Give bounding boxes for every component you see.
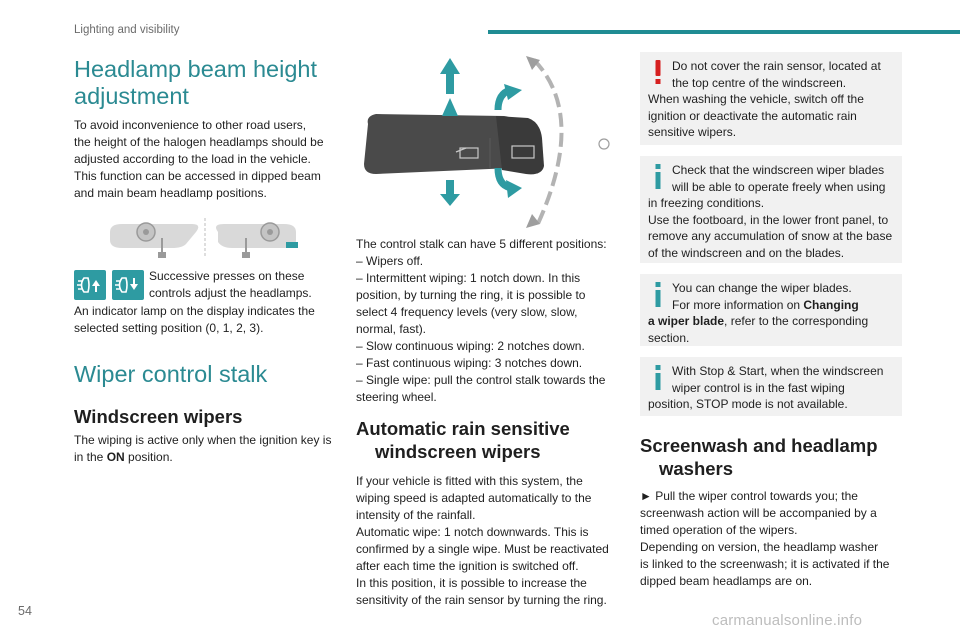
headlamp-adjust-up-button[interactable] xyxy=(74,270,106,300)
column-1: Headlamp beam height adjustment To avoid… xyxy=(74,56,336,466)
headlamp-up-icon xyxy=(77,277,100,293)
auto-wipers-paragraph: If your vehicle is fitted with this syst… xyxy=(356,474,609,607)
headlamp-heading: Headlamp beam height adjustment xyxy=(74,56,317,109)
indicator-paragraph: An indicator lamp on the display indicat… xyxy=(74,304,315,335)
presses-text: Successive presses on these controls adj… xyxy=(149,269,312,300)
screenwash-heading: Screenwash and headlamp washers xyxy=(640,435,878,479)
positions-paragraph: The control stalk can have 5 different p… xyxy=(356,237,607,404)
auto-wipers-heading: Automatic rain sensitive windscreen wipe… xyxy=(356,418,570,462)
header-section-title: Lighting and visibility xyxy=(74,24,180,36)
headlamp-controls-row: Successive presses on these controls adj… xyxy=(74,269,336,304)
info-note-freezing: Check that the windscreen wiper blades w… xyxy=(640,156,902,263)
warning-note-rain-sensor: Do not cover the rain sensor, located at… xyxy=(640,52,902,145)
wiper-stalk-illustration xyxy=(356,56,618,232)
info-icon xyxy=(655,365,661,390)
headlamp-down-icon xyxy=(115,277,138,293)
watermark: carmanualsonline.info xyxy=(712,612,863,629)
screenwash-paragraph: ► Pull the wiper control towards you; th… xyxy=(640,489,890,588)
wiper-stalk-heading: Wiper control stalk xyxy=(74,361,268,387)
column-2: The control stalk can have 5 different p… xyxy=(356,56,618,609)
header-accent-bar xyxy=(488,30,960,34)
info-icon xyxy=(655,282,661,307)
headlamp-paragraph: To avoid inconvenience to other road use… xyxy=(74,118,324,200)
windscreen-wipers-heading: Windscreen wipers xyxy=(74,406,243,427)
column-3: Do not cover the rain sensor, located at… xyxy=(640,52,902,590)
info-icon xyxy=(655,164,661,189)
headlamp-adjust-down-button[interactable] xyxy=(112,270,144,300)
info-note-stop-start: With Stop & Start, when the windscreen w… xyxy=(640,357,902,416)
warning-exclamation-icon xyxy=(655,60,661,84)
dashboard-illustration xyxy=(74,216,336,260)
page-number: 54 xyxy=(18,604,32,618)
wiping-paragraph: The wiping is active only when the ignit… xyxy=(74,433,332,464)
info-note-wiper-blades: You can change the wiper blades. For mor… xyxy=(640,274,902,346)
